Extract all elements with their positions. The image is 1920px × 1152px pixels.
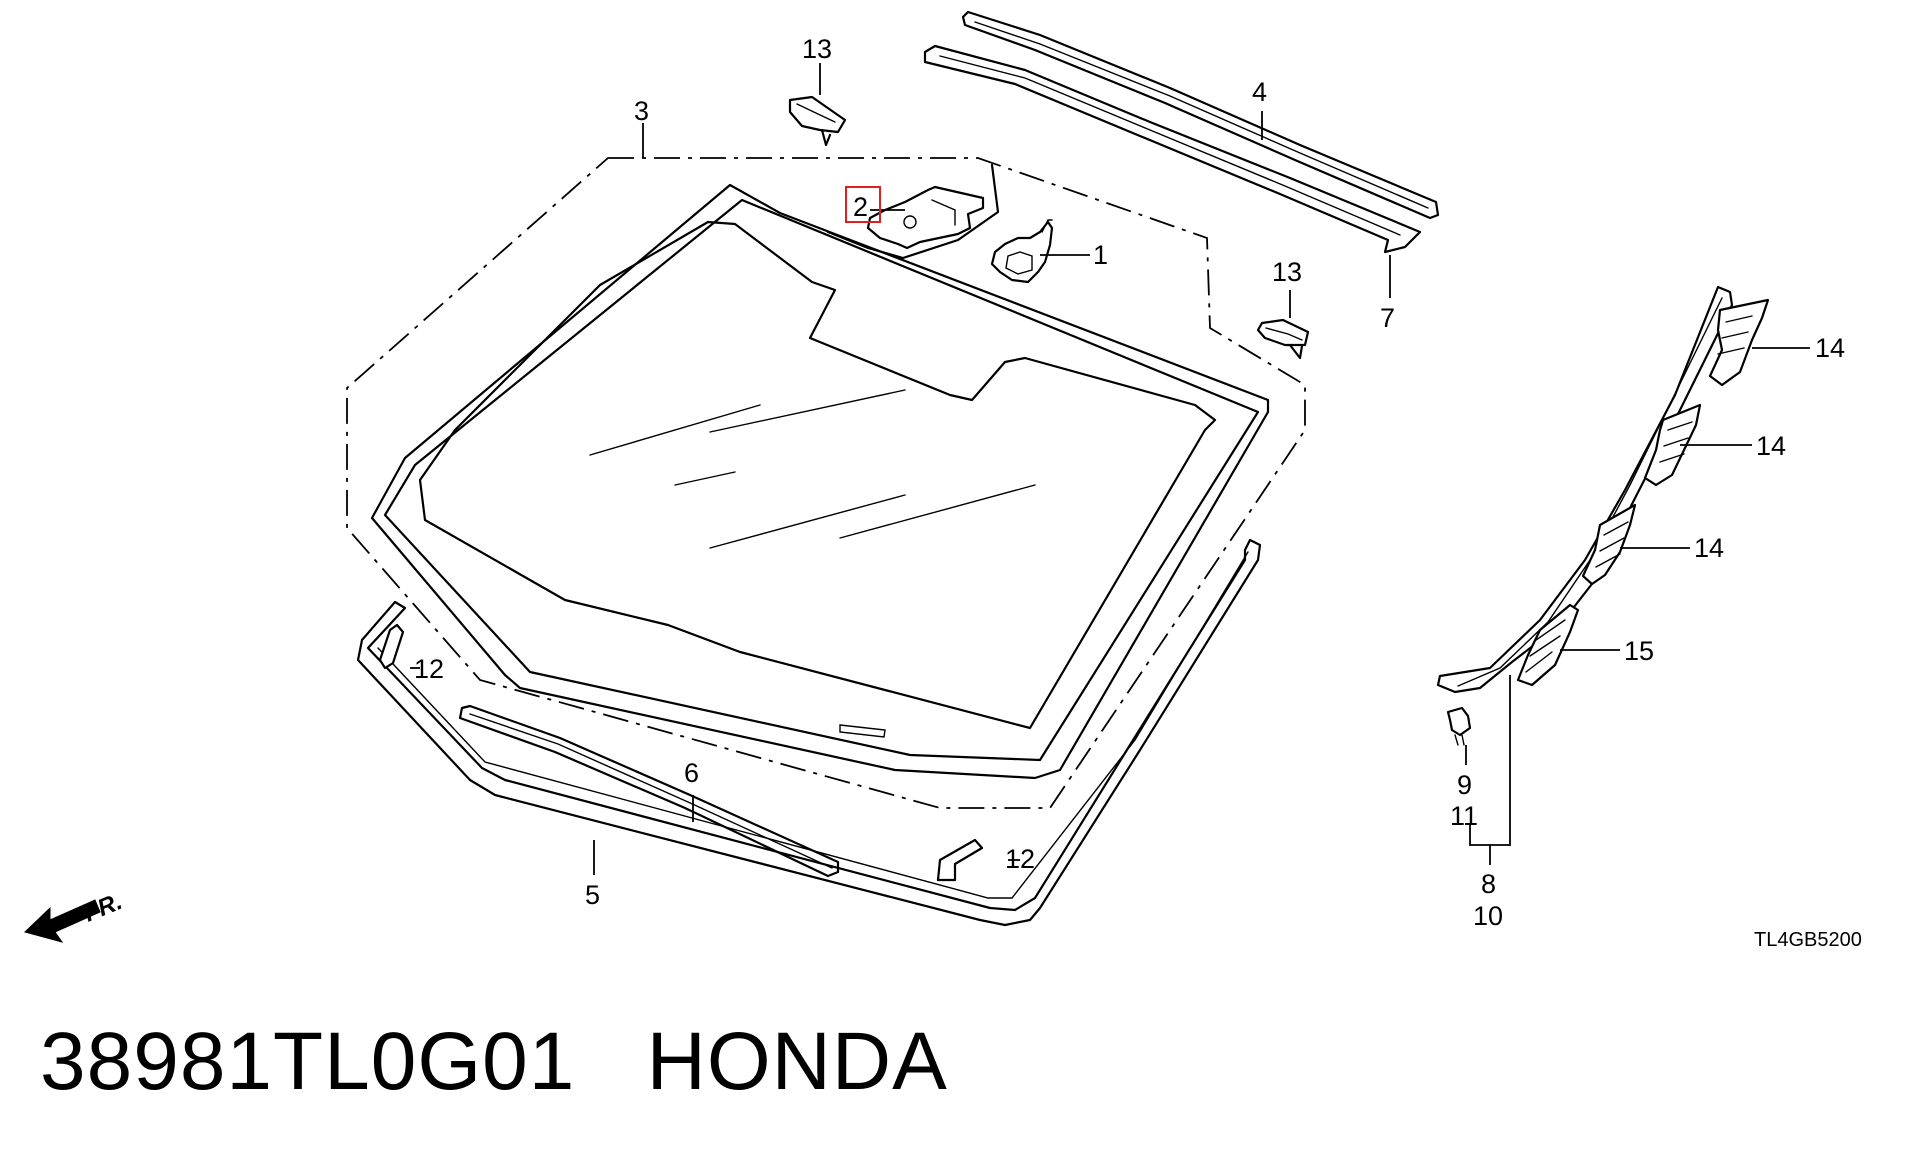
callout-3: 3 — [634, 96, 649, 126]
callout-13-lower: 13 — [1272, 257, 1302, 287]
callout-9: 9 — [1457, 770, 1472, 800]
clip-part-14-bottom — [1581, 503, 1637, 586]
clip-part-13-lower — [1256, 318, 1310, 360]
front-direction-indicator: FR. — [24, 888, 126, 943]
leader-lines — [410, 63, 1810, 875]
callout-6: 6 — [684, 758, 699, 788]
assembly-boundary — [346, 157, 1306, 809]
callout-10: 10 — [1473, 901, 1503, 931]
callout-14-top: 14 — [1815, 333, 1845, 363]
callout-15: 15 — [1624, 636, 1654, 666]
highlight-box — [845, 186, 881, 223]
callout-5: 5 — [585, 880, 600, 910]
windshield-glass — [370, 183, 1270, 780]
sensor-cover-part-1 — [990, 219, 1054, 284]
callout-7: 7 — [1380, 303, 1395, 333]
callout-14-middle: 14 — [1756, 431, 1786, 461]
callout-8: 8 — [1481, 869, 1496, 899]
clip-part-13-upper — [788, 95, 847, 147]
callout-12-left: 12 — [414, 654, 444, 684]
callout-12-right: 12 — [1005, 844, 1035, 874]
clip-part-14-middle — [1643, 403, 1702, 487]
pillar-garnish-part-8 — [1436, 285, 1734, 694]
front-direction-label: FR. — [80, 888, 126, 928]
clip-part-15 — [1516, 603, 1580, 687]
mirror-bracket-part-2 — [826, 163, 1000, 260]
callout-14-bottom: 14 — [1694, 533, 1724, 563]
callout-4: 4 — [1252, 77, 1267, 107]
diagram-code: TL4GB5200 — [1754, 929, 1862, 951]
spacer-part-12-right — [936, 838, 984, 882]
callout-2: 2 — [853, 192, 868, 222]
lower-molding-part-6 — [458, 704, 840, 878]
front-arrow-icon — [24, 899, 101, 943]
lower-molding-part-5 — [356, 538, 1262, 927]
spacer-part-12-left — [378, 623, 405, 670]
brand-name: HONDA — [646, 1016, 948, 1107]
upper-molding-part-4 — [961, 10, 1440, 220]
part-caption: 38981TL0G01 HONDA — [40, 1015, 948, 1109]
caption-gap — [575, 1016, 646, 1107]
callout-1: 1 — [1093, 240, 1108, 270]
clip-part-14-top — [1708, 298, 1770, 387]
upper-molding-part-7 — [923, 44, 1422, 254]
part-number: 38981TL0G01 — [40, 1016, 576, 1107]
fastener-part-9 — [1446, 706, 1472, 746]
callout-11: 11 — [1450, 801, 1478, 831]
callout-13-upper: 13 — [802, 34, 832, 64]
